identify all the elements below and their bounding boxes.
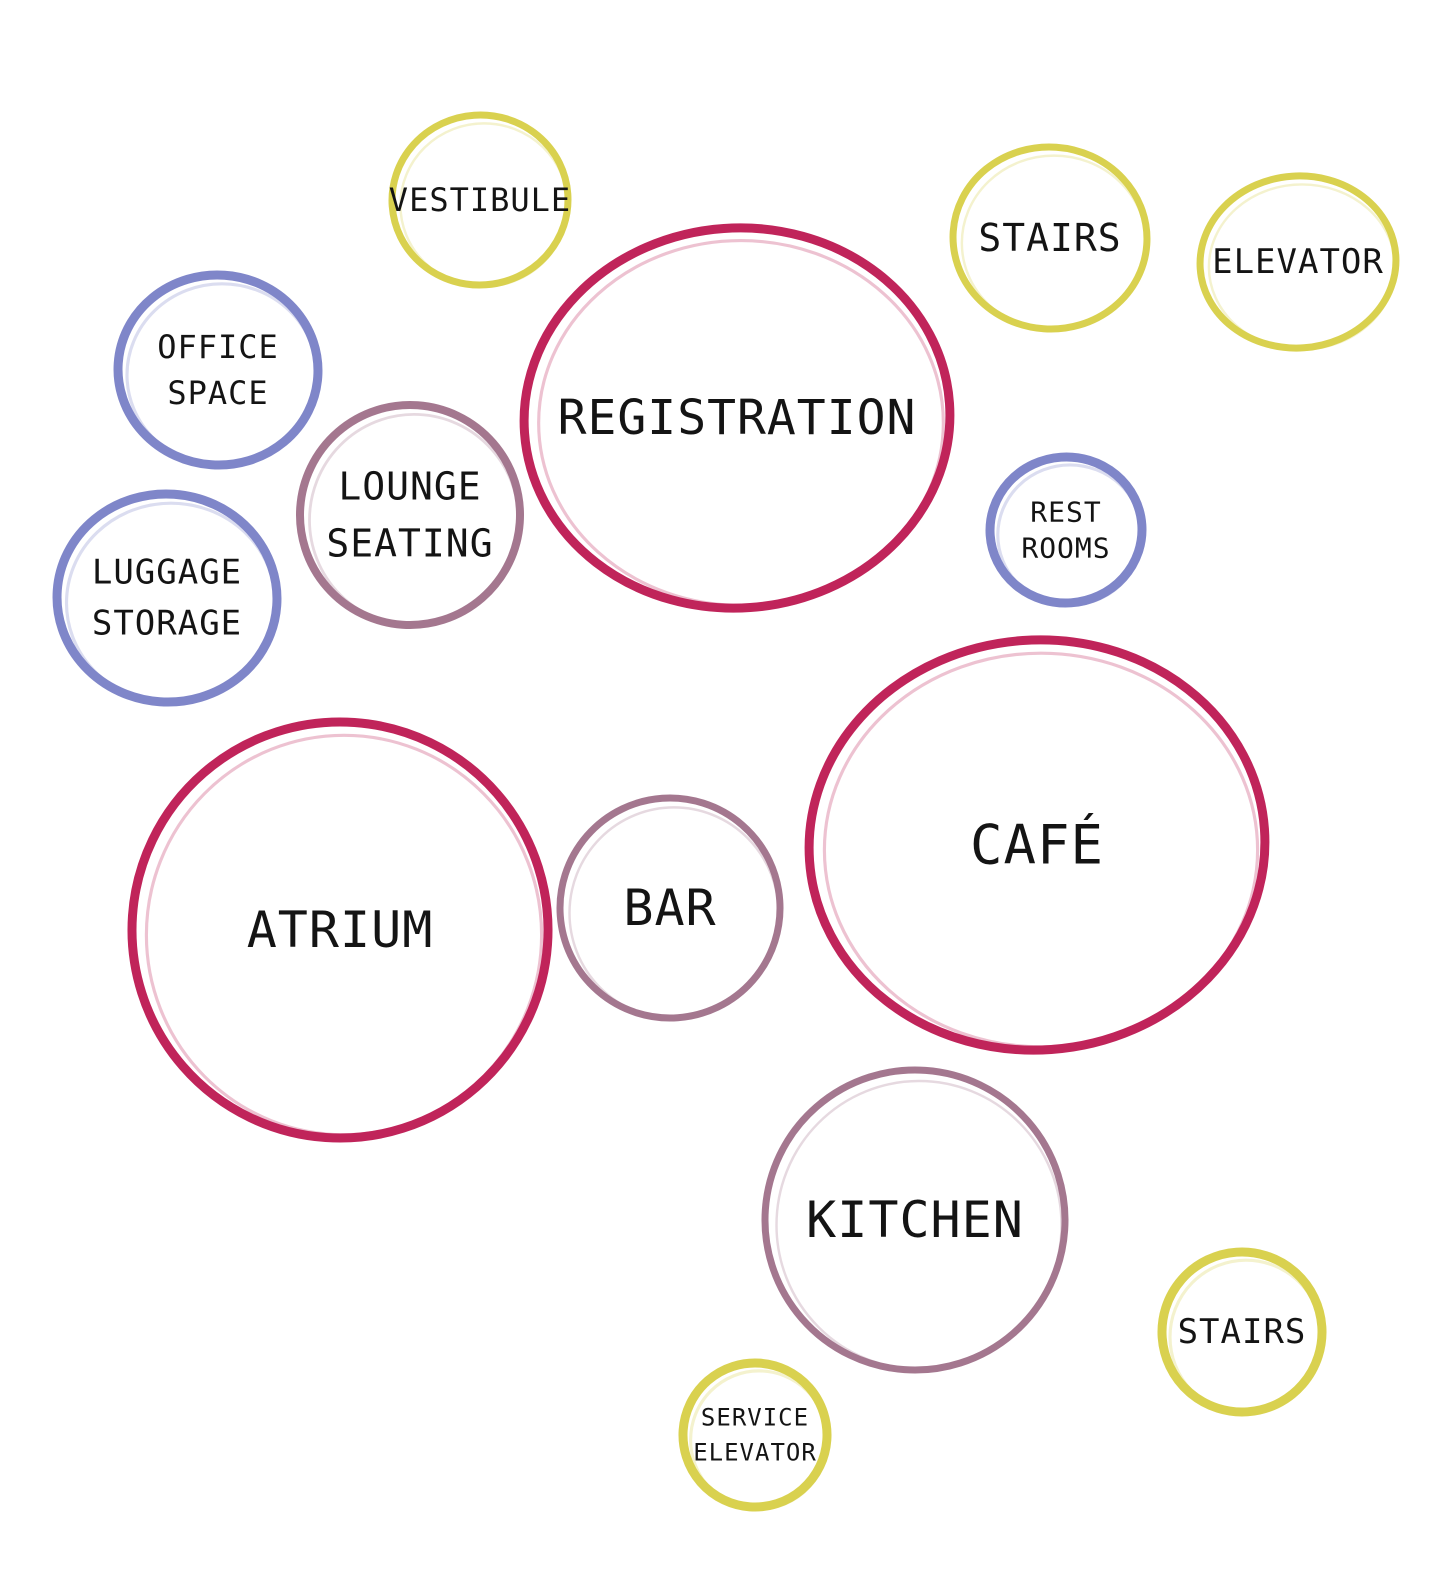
bubble-cafe: CAFÉ	[804, 635, 1270, 1055]
bubble-label-service-elevator: ELEVATOR	[693, 1438, 817, 1466]
bubble-label-cafe: CAFÉ	[970, 814, 1104, 877]
bubble-outline	[1196, 172, 1400, 352]
bubble-service-elevator: SERVICE ELEVATOR	[678, 1358, 832, 1512]
bubble-label-stairs-lower: STAIRS	[1178, 1312, 1307, 1352]
bubbles-layer: VESTIBULE STAIRS ELEVATOR OFFICE SPACE REGIST…	[52, 111, 1400, 1512]
bubble-bar: BAR	[556, 794, 784, 1022]
bubble-elevator: ELEVATOR	[1196, 172, 1400, 352]
bubble-label-lounge-seating: LOUNGE	[338, 465, 481, 509]
bubble-label-elevator: ELEVATOR	[1212, 242, 1384, 282]
bubble-kitchen: KITCHEN	[761, 1066, 1069, 1374]
bubble-outline	[985, 452, 1147, 608]
bubble-label-atrium: ATRIUM	[247, 901, 434, 959]
bubble-label-kitchen: KITCHEN	[806, 1191, 1024, 1249]
bubble-label-office-space: SPACE	[167, 374, 268, 412]
bubble-outline	[678, 1358, 832, 1512]
bubble-label-service-elevator: SERVICE	[701, 1404, 809, 1432]
bubble-label-luggage-storage: LUGGAGE	[92, 553, 242, 593]
bubble-outline	[761, 1066, 1069, 1374]
bubble-outline	[804, 635, 1270, 1055]
bubble-label-vestibule: VESTIBULE	[389, 181, 571, 219]
bubble-label-office-space: OFFICE	[157, 328, 279, 366]
bubble-lounge-seating: LOUNGE SEATING	[296, 401, 524, 629]
bubble-label-rest-rooms: ROOMS	[1021, 532, 1110, 565]
bubble-outline	[556, 794, 784, 1022]
bubble-label-stairs-upper: STAIRS	[978, 216, 1121, 260]
bubble-stairs-lower: STAIRS	[1157, 1247, 1327, 1417]
bubble-registration: REGISTRATION	[519, 223, 955, 613]
bubble-label-lounge-seating: SEATING	[326, 522, 493, 566]
bubble-label-luggage-storage: STORAGE	[92, 604, 242, 644]
bubble-atrium: ATRIUM	[127, 717, 553, 1143]
bubble-outline	[127, 717, 553, 1143]
bubble-outline	[1157, 1247, 1327, 1417]
bubble-outline	[388, 111, 572, 289]
bubble-outline	[296, 401, 524, 629]
bubble-stairs-upper: STAIRS	[949, 143, 1151, 333]
bubble-label-registration: REGISTRATION	[558, 390, 917, 446]
bubble-outline	[52, 489, 282, 707]
bubble-luggage-storage: LUGGAGE STORAGE	[52, 489, 282, 707]
bubble-office-space: OFFICE SPACE	[113, 270, 323, 470]
bubble-label-bar: BAR	[623, 879, 716, 937]
bubble-rest-rooms: REST ROOMS	[985, 452, 1147, 608]
bubble-label-rest-rooms: REST	[1030, 495, 1101, 528]
bubble-outline	[519, 223, 955, 613]
bubble-vestibule: VESTIBULE	[388, 111, 572, 289]
bubble-outline	[113, 270, 323, 470]
bubble-outline	[949, 143, 1151, 333]
